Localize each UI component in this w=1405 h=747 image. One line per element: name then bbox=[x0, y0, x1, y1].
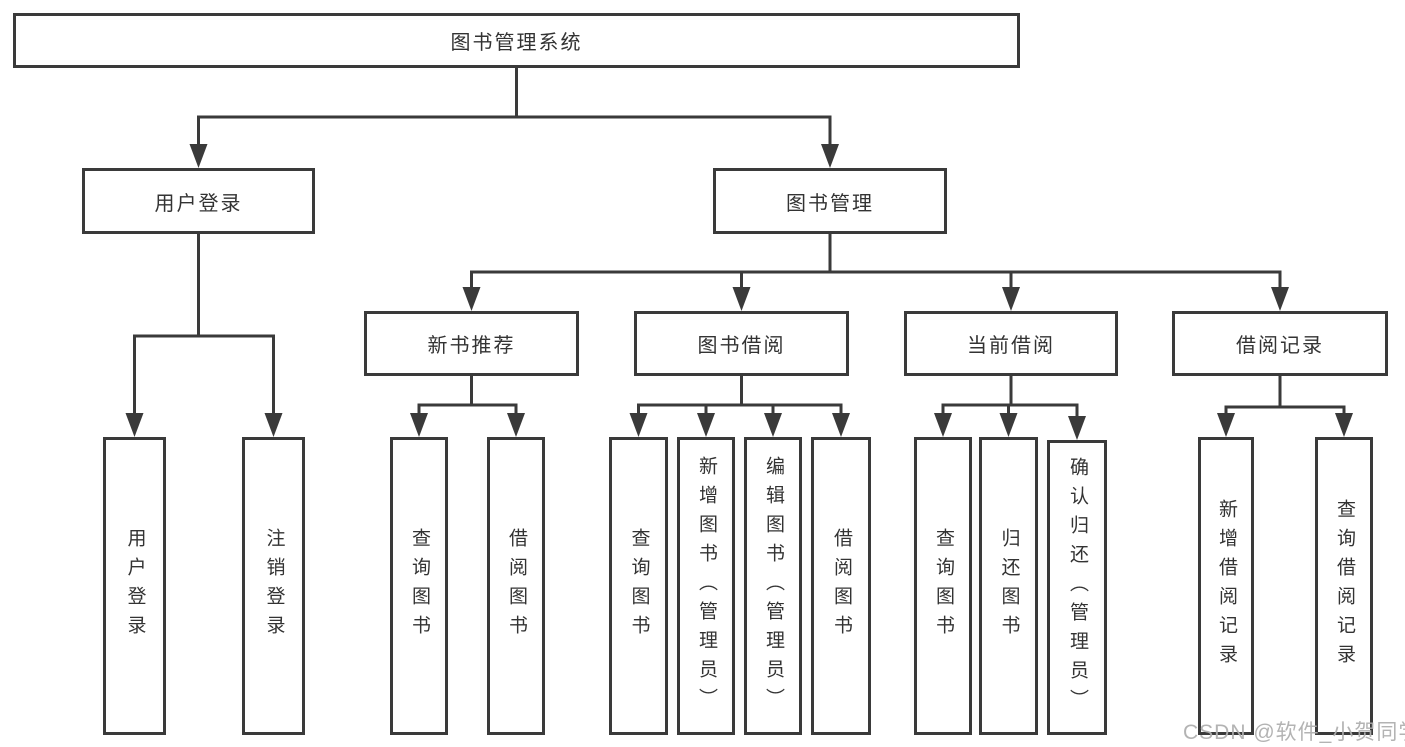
node-label: 图书管理 bbox=[786, 192, 874, 215]
leaf-label: 确认归还（管理员） bbox=[1066, 457, 1088, 718]
leaf-label: 查询借阅记录 bbox=[1333, 499, 1355, 673]
node-label: 图书管理系统 bbox=[450, 32, 583, 54]
leaf-borrow-books: 借阅图书 bbox=[811, 437, 871, 735]
leaf-query-borrow-record: 查询借阅记录 bbox=[1315, 437, 1373, 735]
leaf-confirm-return-admin: 确认归还（管理员） bbox=[1047, 440, 1107, 735]
leaf-label: 新增借阅记录 bbox=[1215, 499, 1237, 673]
leaf-label: 查询图书 bbox=[932, 528, 954, 644]
leaf-label: 编辑图书（管理员） bbox=[762, 455, 784, 717]
node-label: 借阅记录 bbox=[1236, 335, 1324, 357]
csdn-watermark: CSDN @软件_小贺同学 bbox=[1183, 721, 1405, 744]
leaf-return-books: 归还图书 bbox=[979, 437, 1038, 735]
leaf-add-books-admin: 新增图书（管理员） bbox=[677, 437, 735, 735]
leaf-label: 借阅图书 bbox=[830, 528, 852, 644]
node-new-book-recommend: 新书推荐 bbox=[364, 311, 579, 376]
leaf-label: 查询图书 bbox=[408, 528, 430, 644]
node-current-borrow: 当前借阅 bbox=[904, 311, 1118, 376]
node-book-borrow: 图书借阅 bbox=[634, 311, 849, 376]
leaf-label: 注销登录 bbox=[263, 528, 285, 644]
leaf-user-login: 用户登录 bbox=[103, 437, 166, 735]
node-label: 用户登录 bbox=[154, 192, 243, 215]
node-library-management-system: 图书管理系统 bbox=[13, 13, 1020, 68]
leaf-borrow-query-books: 查询图书 bbox=[609, 437, 668, 735]
node-label: 新书推荐 bbox=[427, 335, 516, 357]
leaf-label: 归还图书 bbox=[998, 528, 1020, 644]
node-user-login: 用户登录 bbox=[82, 168, 315, 234]
leaf-add-borrow-record: 新增借阅记录 bbox=[1198, 437, 1254, 735]
node-borrow-records: 借阅记录 bbox=[1172, 311, 1388, 376]
leaf-recommend-borrow-books: 借阅图书 bbox=[487, 437, 545, 735]
leaf-label: 新增图书（管理员） bbox=[695, 455, 717, 717]
node-book-management: 图书管理 bbox=[713, 168, 947, 234]
leaf-label: 用户登录 bbox=[124, 528, 146, 644]
leaf-recommend-query-books: 查询图书 bbox=[390, 437, 448, 735]
leaf-label: 查询图书 bbox=[628, 528, 650, 644]
leaf-label: 借阅图书 bbox=[505, 528, 527, 644]
node-label: 图书借阅 bbox=[697, 335, 786, 357]
leaf-edit-books-admin: 编辑图书（管理员） bbox=[744, 437, 802, 735]
leaf-logout: 注销登录 bbox=[242, 437, 305, 735]
node-label: 当前借阅 bbox=[967, 335, 1055, 357]
leaf-current-query-books: 查询图书 bbox=[914, 437, 972, 735]
